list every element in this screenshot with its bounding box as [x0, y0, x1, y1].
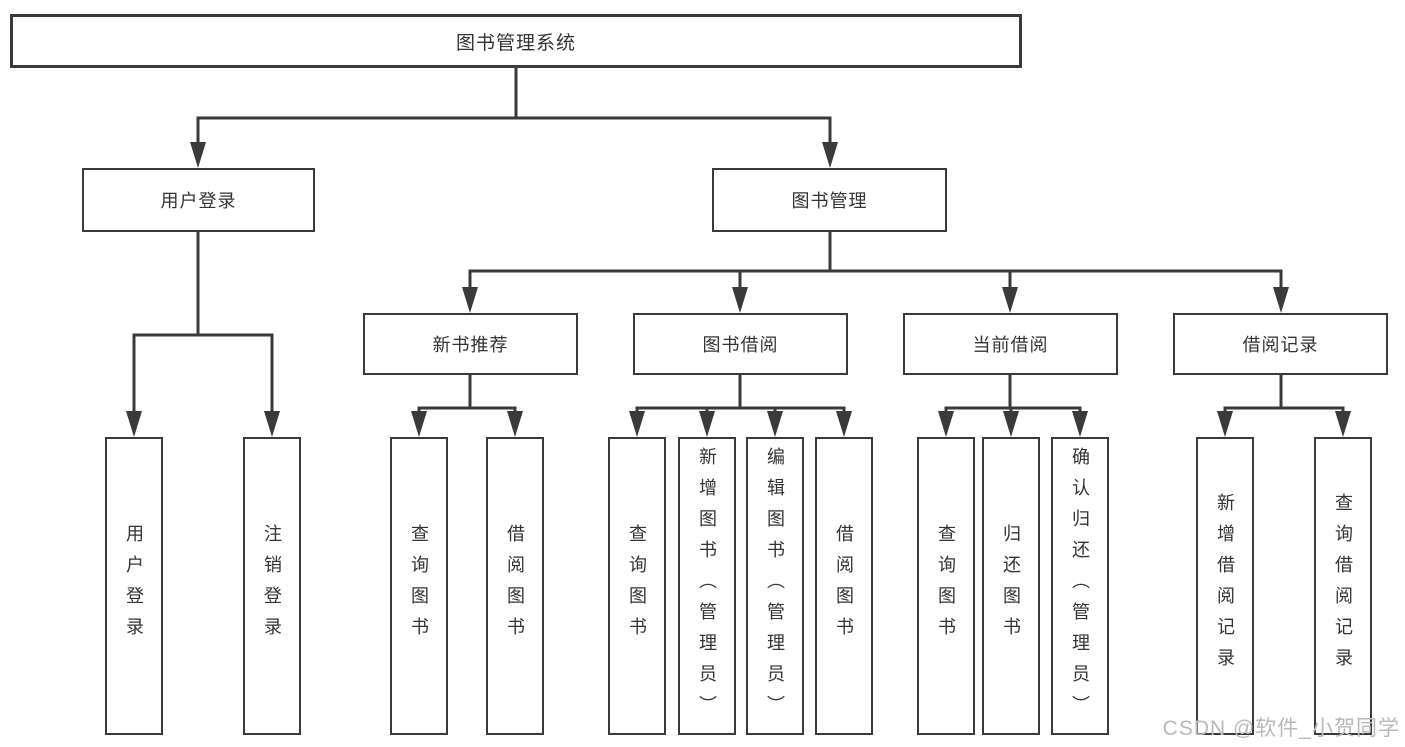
arrowhead [767, 411, 783, 437]
leaf-confirm-return-admin: 确认归还（管理员） [1051, 437, 1109, 735]
leaf-borrow-books-recommend: 借阅图书 [486, 437, 544, 735]
leaf-label: 用户登录 [124, 524, 144, 648]
node-label: 图书管理系统 [455, 32, 576, 54]
leaf-label: 注销登录 [262, 524, 282, 648]
arrowhead [190, 142, 206, 168]
leaf-query-books-recommend: 查询图书 [390, 437, 448, 735]
node-label: 借阅记录 [1242, 335, 1319, 355]
arrowhead [1003, 411, 1019, 437]
arrowhead [264, 411, 280, 437]
leaf-label: 查询借阅记录 [1333, 493, 1353, 679]
node-current-borrowing: 当前借阅 [903, 313, 1118, 375]
leaf-label: 归还图书 [1001, 524, 1021, 648]
leaf-label: 借阅图书 [505, 524, 525, 648]
node-new-book-recommendation: 新书推荐 [363, 313, 578, 375]
leaf-edit-book-admin: 编辑图书（管理员） [746, 437, 804, 735]
leaf-return-books: 归还图书 [982, 437, 1040, 735]
arrowhead [1217, 411, 1233, 437]
arrowhead [822, 142, 838, 168]
arrowhead [1335, 411, 1351, 437]
node-label: 用户登录 [160, 191, 237, 211]
leaf-label: 新增借阅记录 [1215, 493, 1235, 679]
node-user-login: 用户登录 [82, 168, 315, 232]
leaf-query-books-borrowing: 查询图书 [608, 437, 666, 735]
arrowhead [699, 411, 715, 437]
arrowhead [411, 411, 427, 437]
arrowhead [629, 411, 645, 437]
leaf-label: 借阅图书 [834, 524, 854, 648]
leaf-add-book-admin: 新增图书（管理员） [678, 437, 736, 735]
node-label: 当前借阅 [972, 335, 1049, 355]
arrowhead [836, 411, 852, 437]
node-label: 图书管理 [791, 191, 868, 211]
arrowhead [938, 411, 954, 437]
arrowhead [1072, 411, 1088, 437]
leaf-query-borrow-record: 查询借阅记录 [1314, 437, 1372, 735]
arrowhead [732, 287, 748, 313]
watermark: CSDN @软件_小贺同学 [1162, 717, 1400, 740]
arrowhead [126, 411, 142, 437]
leaf-label: 查询图书 [936, 524, 956, 648]
leaf-label: 确认归还（管理员） [1070, 446, 1090, 726]
leaf-label: 查询图书 [409, 524, 429, 648]
node-label: 新书推荐 [432, 335, 509, 355]
leaf-borrow-books-borrowing: 借阅图书 [815, 437, 873, 735]
leaf-add-borrow-record: 新增借阅记录 [1196, 437, 1254, 735]
arrowhead [1273, 287, 1289, 313]
node-label: 图书借阅 [702, 335, 779, 355]
leaf-query-books-current: 查询图书 [917, 437, 975, 735]
arrowhead [507, 411, 523, 437]
leaf-label: 查询图书 [627, 524, 647, 648]
node-library-management-system: 图书管理系统 [10, 14, 1022, 68]
node-book-borrowing: 图书借阅 [633, 313, 848, 375]
leaf-user-login: 用户登录 [105, 437, 163, 735]
leaf-logout: 注销登录 [243, 437, 301, 735]
arrowhead [462, 287, 478, 313]
node-borrowing-records: 借阅记录 [1173, 313, 1388, 375]
node-book-management: 图书管理 [712, 168, 947, 232]
leaf-label: 编辑图书（管理员） [765, 446, 785, 726]
arrowhead [1002, 287, 1018, 313]
leaf-label: 新增图书（管理员） [697, 446, 717, 726]
